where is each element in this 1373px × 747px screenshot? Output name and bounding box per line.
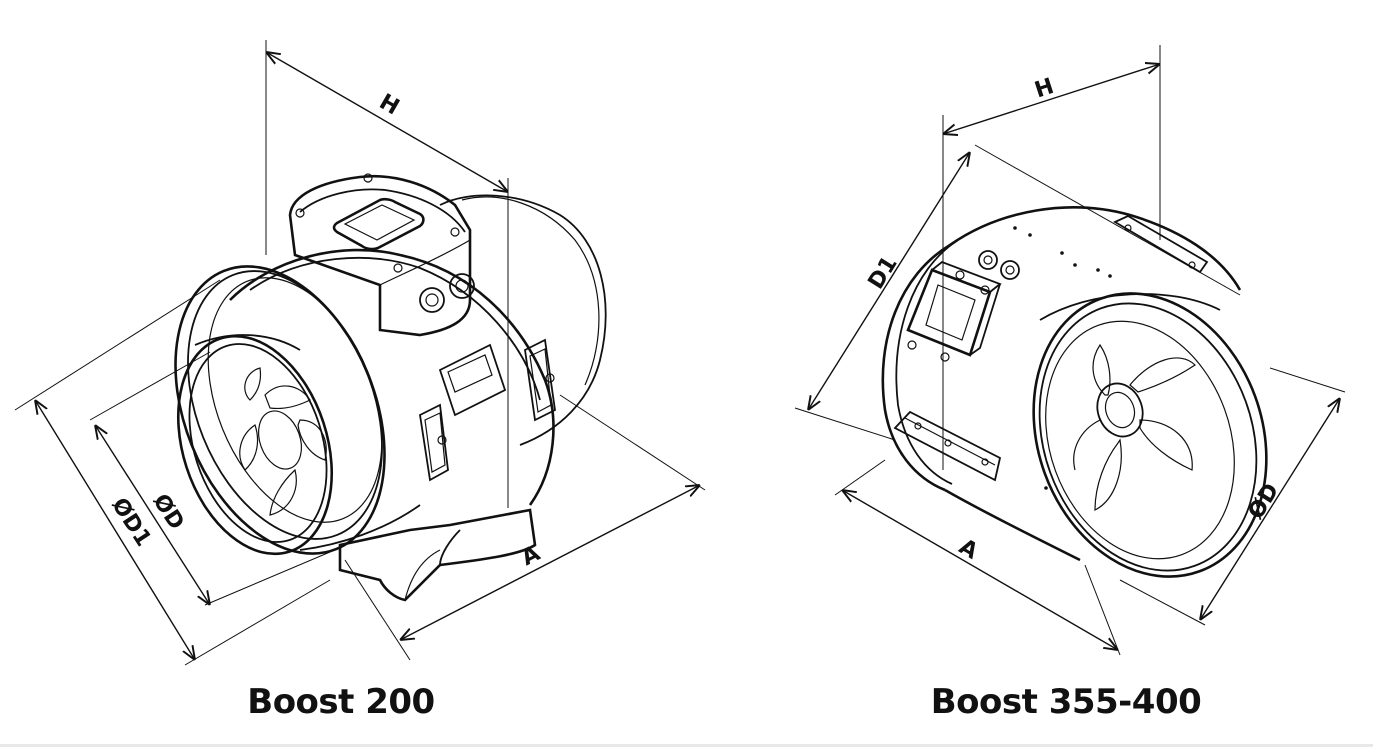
dim-label-a-right: A (955, 534, 982, 564)
dim-label-a-left: A (518, 541, 545, 571)
caption-boost-200: Boost 200 (247, 682, 435, 722)
boost-355-400-dimension-lines (794, 45, 1346, 656)
impeller-blades-200 (239, 367, 327, 516)
dim-label-d1-right: D1 (864, 252, 903, 294)
impeller-blades-355-400 (1073, 343, 1196, 511)
boost-200-dimension-lines (14, 40, 706, 666)
dim-label-h-left: H (375, 90, 403, 121)
dim-label-od-left: ØD (148, 490, 189, 535)
caption-boost-355-400: Boost 355-400 (930, 682, 1202, 722)
dim-label-od-right: ØD (1244, 479, 1285, 524)
boost-200-fan-drawing (174, 173, 607, 602)
boost-355-400-fan-drawing (881, 206, 1268, 578)
bottom-divider (0, 744, 1373, 747)
